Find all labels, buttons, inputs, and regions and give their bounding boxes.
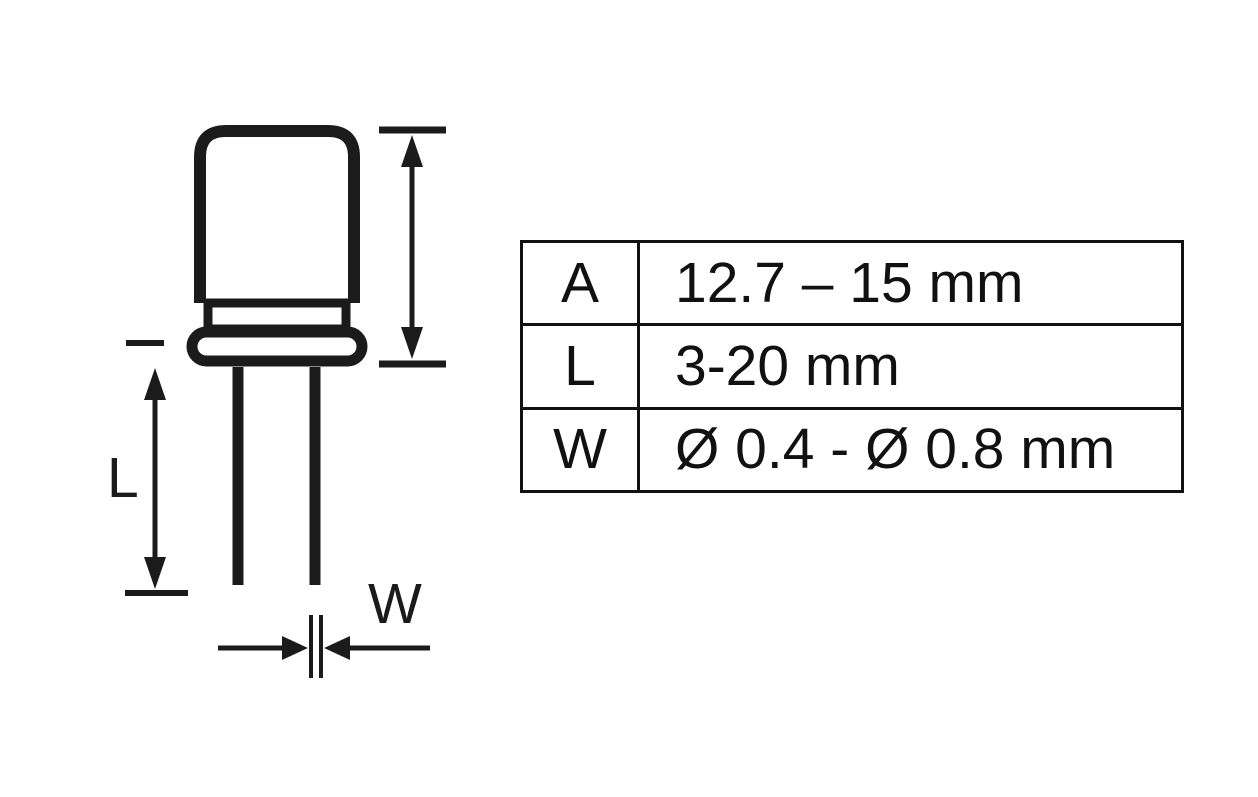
table-row: W Ø 0.4 - Ø 0.8 mm — [520, 406, 1184, 494]
table-row: L 3-20 mm — [520, 323, 1184, 410]
l-dimension-label: L — [107, 446, 139, 510]
dimension-key-cell: W — [520, 406, 640, 494]
capacitor-neck — [203, 298, 351, 334]
dimension-value-cell: 3-20 mm — [637, 323, 1184, 410]
dimension-a-arrow — [379, 126, 446, 368]
dimensions-table: A 12.7 – 15 mm L 3-20 mm W Ø 0.4 - Ø 0.8… — [520, 239, 1184, 494]
dimension-key-cell: L — [520, 323, 640, 410]
w-dimension-label: W — [368, 572, 422, 636]
dimension-w-arrows — [218, 615, 430, 678]
capacitor-flange — [186, 326, 368, 367]
table-row: A 12.7 – 15 mm — [520, 239, 1184, 327]
dimension-value-cell: Ø 0.4 - Ø 0.8 mm — [637, 406, 1184, 494]
dimension-l-arrow — [125, 340, 188, 596]
dimension-key-cell: A — [520, 239, 640, 327]
dimension-value-cell: 12.7 – 15 mm — [637, 239, 1184, 327]
capacitor-body — [194, 125, 360, 303]
